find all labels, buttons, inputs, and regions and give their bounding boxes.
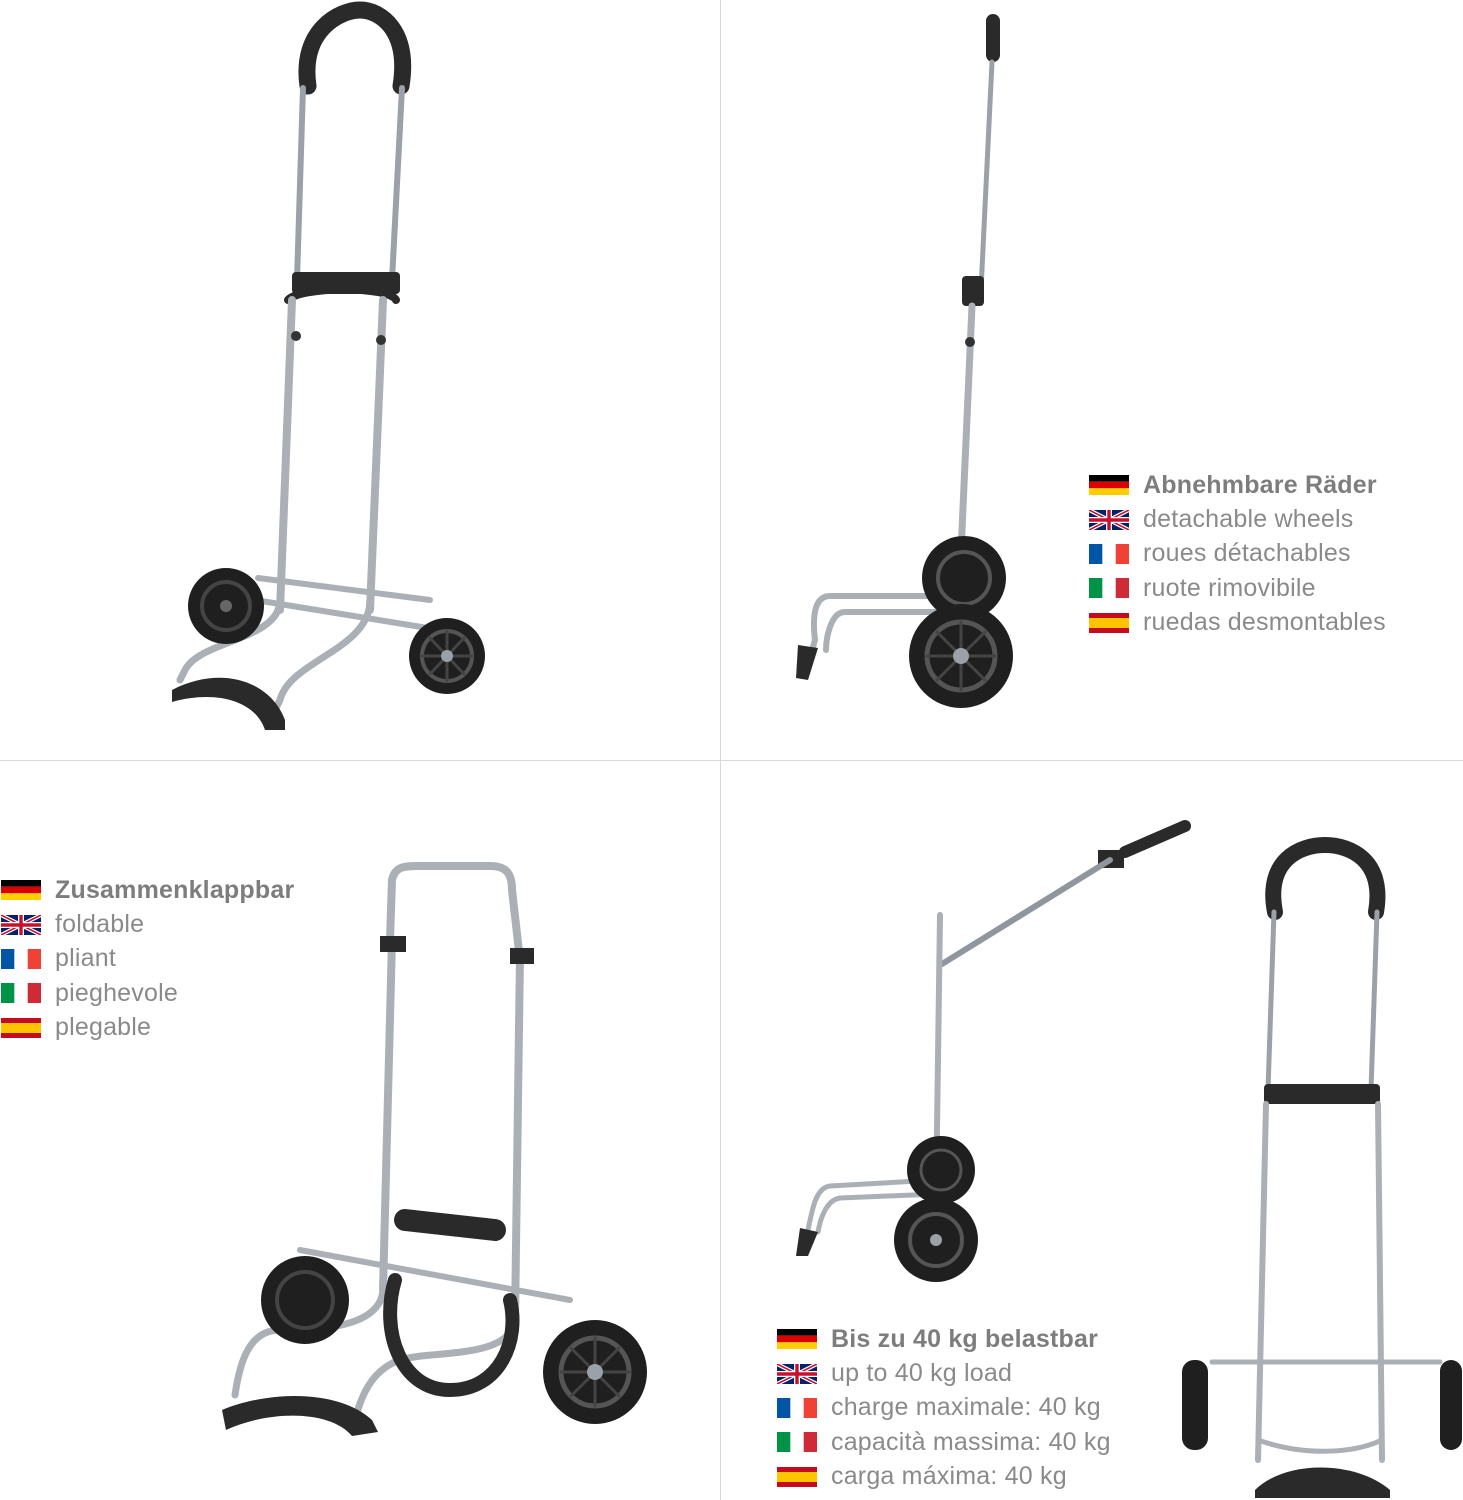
legend-text: pliant: [55, 944, 116, 973]
legend-row: charge maximale: 40 kg: [777, 1391, 1111, 1425]
trolley-side-view: [796, 14, 1013, 708]
feature-legend-foldable: Zusammenklappbar foldable pliant pieghev…: [1, 873, 294, 1045]
legend-text: up to 40 kg load: [831, 1359, 1013, 1388]
legend-text: plegable: [55, 1013, 152, 1042]
trolley-tilted-view: [796, 820, 1191, 1282]
trolley-folded-view: [222, 862, 647, 1436]
es-flag-icon: [1, 1018, 41, 1038]
legend-text: charge maximale: 40 kg: [831, 1393, 1101, 1422]
legend-text: roues détachables: [1143, 539, 1351, 568]
uk-flag-icon: [1089, 510, 1129, 530]
trolley-front-view: [172, 1, 485, 730]
legend-row: roues détachables: [1089, 537, 1386, 571]
it-flag-icon: [777, 1432, 817, 1452]
fr-flag-icon: [1089, 544, 1129, 564]
legend-text: foldable: [55, 910, 145, 939]
legend-text: Zusammenklappbar: [55, 875, 295, 904]
divider-horizontal: [0, 760, 1463, 761]
legend-row: pieghevole: [1, 976, 294, 1010]
legend-row: plegable: [1, 1011, 294, 1045]
uk-flag-icon: [1, 915, 41, 935]
de-flag-icon: [1089, 475, 1129, 495]
legend-row: carga máxima: 40 kg: [777, 1460, 1111, 1494]
legend-row: ruedas desmontables: [1089, 606, 1386, 640]
legend-row: detachable wheels: [1089, 502, 1386, 536]
fr-flag-icon: [777, 1398, 817, 1418]
legend-row: Abnehmbare Räder: [1089, 468, 1386, 502]
legend-text: Abnehmbare Räder: [1143, 470, 1377, 499]
it-flag-icon: [1, 983, 41, 1003]
legend-text: ruote rimovibile: [1143, 573, 1316, 602]
legend-text: pieghevole: [55, 978, 178, 1007]
legend-text: carga máxima: 40 kg: [831, 1462, 1067, 1491]
de-flag-icon: [1, 880, 41, 900]
legend-row: capacità massima: 40 kg: [777, 1425, 1111, 1459]
es-flag-icon: [777, 1467, 817, 1487]
it-flag-icon: [1089, 578, 1129, 598]
es-flag-icon: [1089, 613, 1129, 633]
legend-row: up to 40 kg load: [777, 1356, 1111, 1390]
legend-row: ruote rimovibile: [1089, 571, 1386, 605]
legend-text: ruedas desmontables: [1143, 608, 1386, 637]
legend-text: Bis zu 40 kg belastbar: [831, 1324, 1098, 1353]
uk-flag-icon: [777, 1364, 817, 1384]
legend-row: pliant: [1, 942, 294, 976]
legend-text: capacità massima: 40 kg: [831, 1427, 1111, 1456]
divider-vertical: [720, 0, 721, 1500]
trolley-front-view-small: [1182, 837, 1462, 1498]
legend-row: foldable: [1, 907, 294, 941]
de-flag-icon: [777, 1329, 817, 1349]
fr-flag-icon: [1, 949, 41, 969]
legend-row: Zusammenklappbar: [1, 873, 294, 907]
legend-text: detachable wheels: [1143, 505, 1354, 534]
feature-legend-load-capacity: Bis zu 40 kg belastbar up to 40 kg load …: [777, 1322, 1111, 1494]
feature-legend-detachable-wheels: Abnehmbare Räder detachable wheels roues…: [1089, 468, 1386, 640]
legend-row: Bis zu 40 kg belastbar: [777, 1322, 1111, 1356]
